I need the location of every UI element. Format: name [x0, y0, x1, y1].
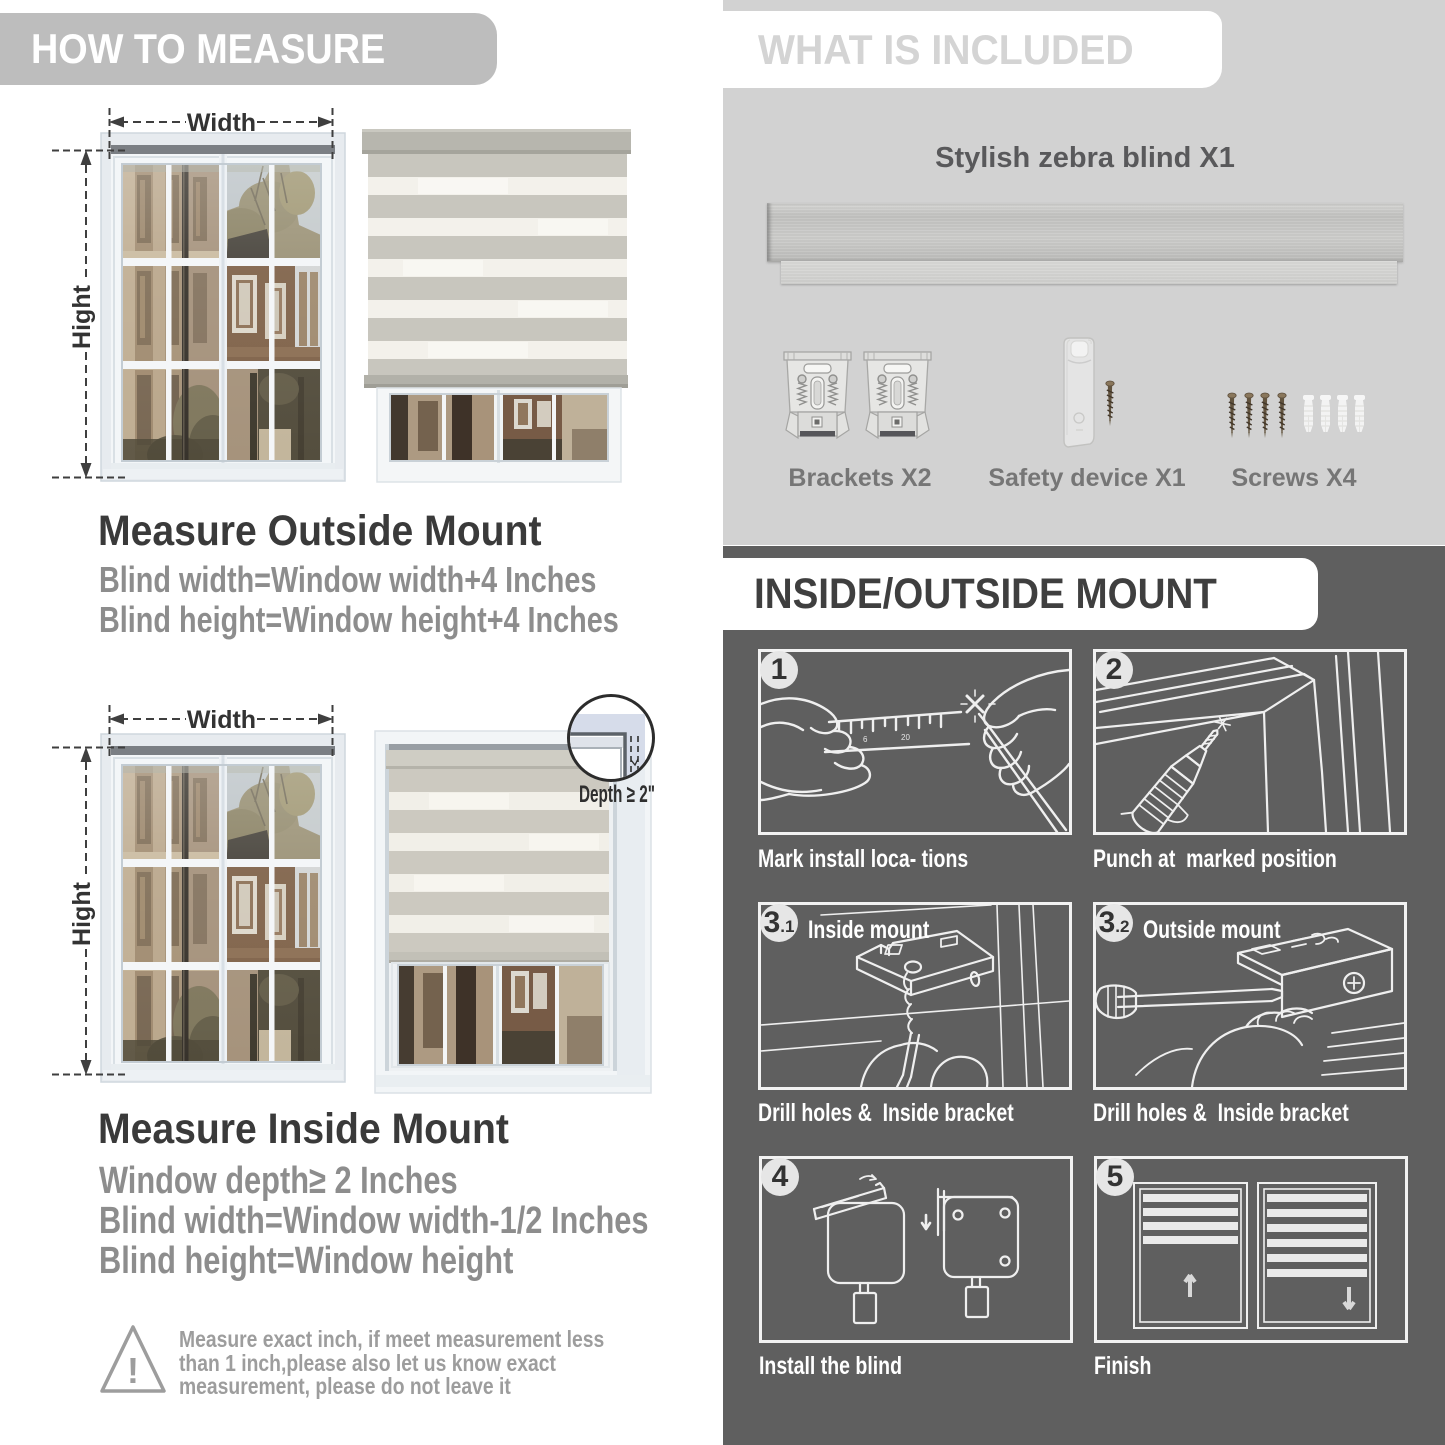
svg-text:Depth ≥ 2": Depth ≥ 2" [579, 781, 655, 808]
svg-text:!: ! [127, 1350, 139, 1391]
